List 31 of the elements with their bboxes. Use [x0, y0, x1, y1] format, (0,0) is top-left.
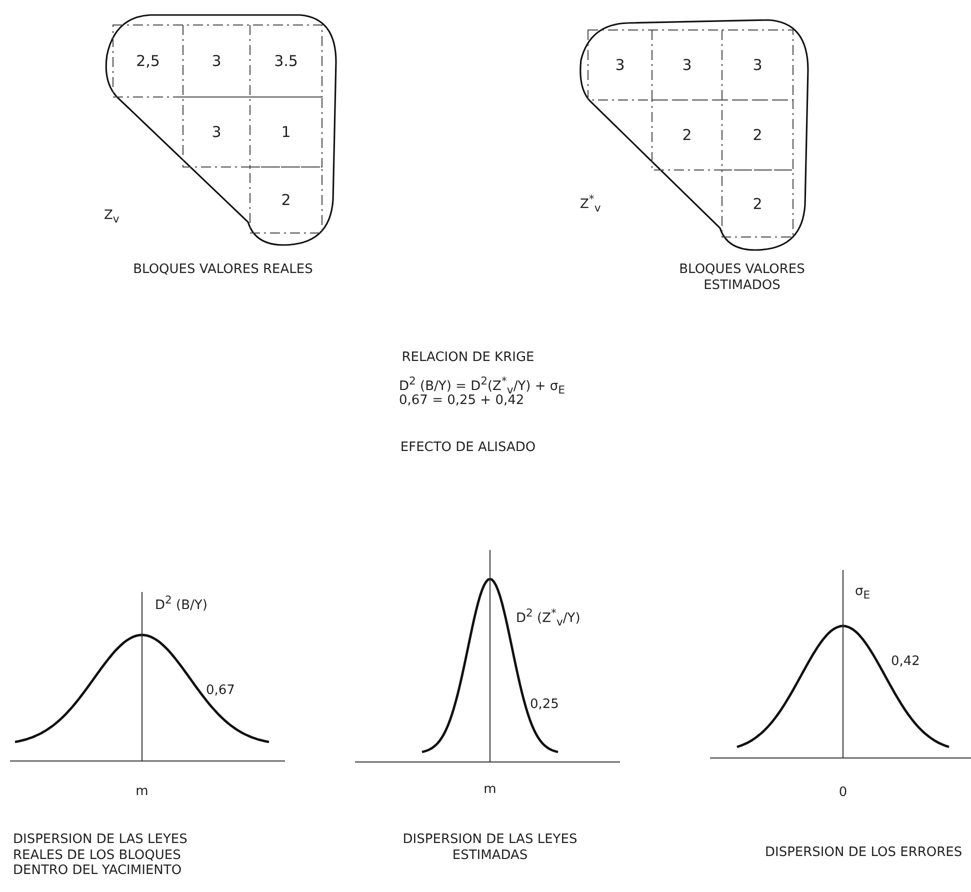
curve-label: σ$_{E}$: [855, 584, 870, 599]
value-label: 0,25: [530, 697, 559, 712]
cell-value: 3: [212, 52, 222, 70]
heading: EFECTO DE ALISADO: [400, 440, 536, 455]
cell-value: 3: [682, 56, 692, 74]
axis-label: 0: [838, 785, 848, 800]
heading: RELACION DE KRIGE: [402, 350, 534, 365]
figure-caption: DISPERSION DE LOS ERRORES: [765, 845, 962, 860]
formula: 0,67 = 0,25 + 0,42: [399, 393, 524, 408]
value-label: 0,67: [206, 683, 235, 698]
block-caption: BLOQUES VALORES ESTIMADOS: [679, 262, 805, 293]
figure-caption: DISPERSION DE LAS LEYES REALES DE LOS BLOQUES DENTRO DEL YACIMIENTO: [13, 832, 188, 878]
cell-value: 2: [682, 126, 692, 144]
axis-label: m: [136, 784, 148, 799]
cell-value: 2: [752, 126, 762, 144]
cell-value: 2: [752, 194, 762, 212]
axis-label: m: [484, 782, 496, 797]
cell-value: 3: [615, 56, 625, 74]
cell-value: 2,5: [136, 52, 160, 70]
block-caption: BLOQUES VALORES REALES: [133, 262, 313, 277]
value-label: 0,42: [891, 654, 920, 669]
cell-value: 3: [752, 56, 762, 74]
formula: D$^{2}$ (B/Y) = D$^{2}$(Z$^{*}$$_{v}$/Y) + σ$_{E}$: [399, 379, 565, 394]
variable-label: Z$_{v}$: [104, 208, 120, 223]
cell-value: 1: [281, 123, 291, 141]
curve-label: D$^{2}$ (B/Y): [155, 598, 208, 614]
cell-value: 3: [212, 123, 222, 141]
cell-value: 3.5: [274, 52, 298, 70]
figure-caption: DISPERSION DE LAS LEYES ESTIMADAS: [402, 832, 578, 863]
cell-value: 2: [281, 191, 291, 209]
curve-label: D$^{2}$ (Z$^{*}$$_{v}$/Y): [516, 611, 580, 626]
